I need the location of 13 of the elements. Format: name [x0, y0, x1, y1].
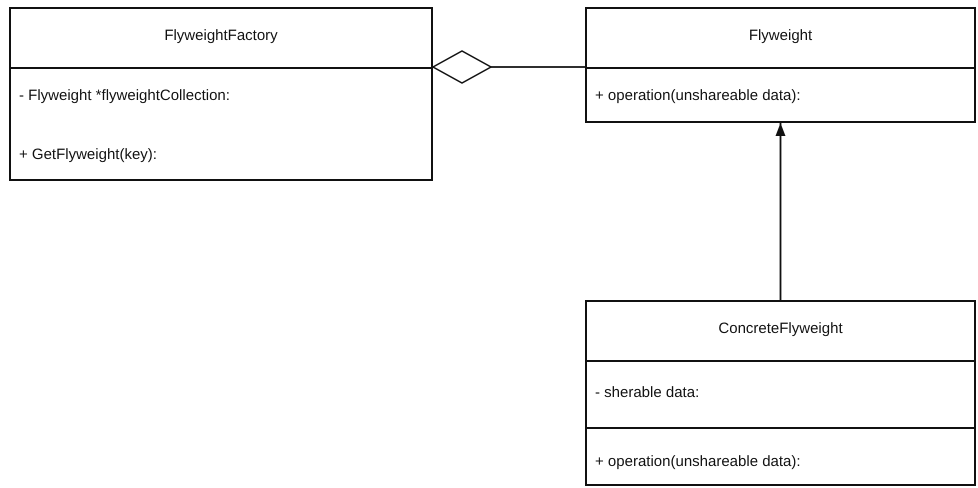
member-text: + operation(unshareable data):: [595, 87, 801, 104]
class-name: FlyweightFactory: [163, 27, 279, 44]
class-name: ConcreteFlyweight: [717, 320, 844, 337]
class-box: [585, 300, 976, 486]
member-text: - sherable data:: [595, 384, 700, 401]
class-name: Flyweight: [748, 27, 814, 44]
class-box: [585, 7, 976, 123]
class-box: [9, 7, 433, 181]
inheritance-arrow: [776, 123, 786, 300]
member-text: + operation(unshareable data):: [595, 453, 801, 470]
member-text: + GetFlyweight(key):: [19, 146, 157, 163]
member-text: - Flyweight *flyweightCollection:: [19, 87, 230, 104]
aggregation-line: [432, 50, 585, 84]
